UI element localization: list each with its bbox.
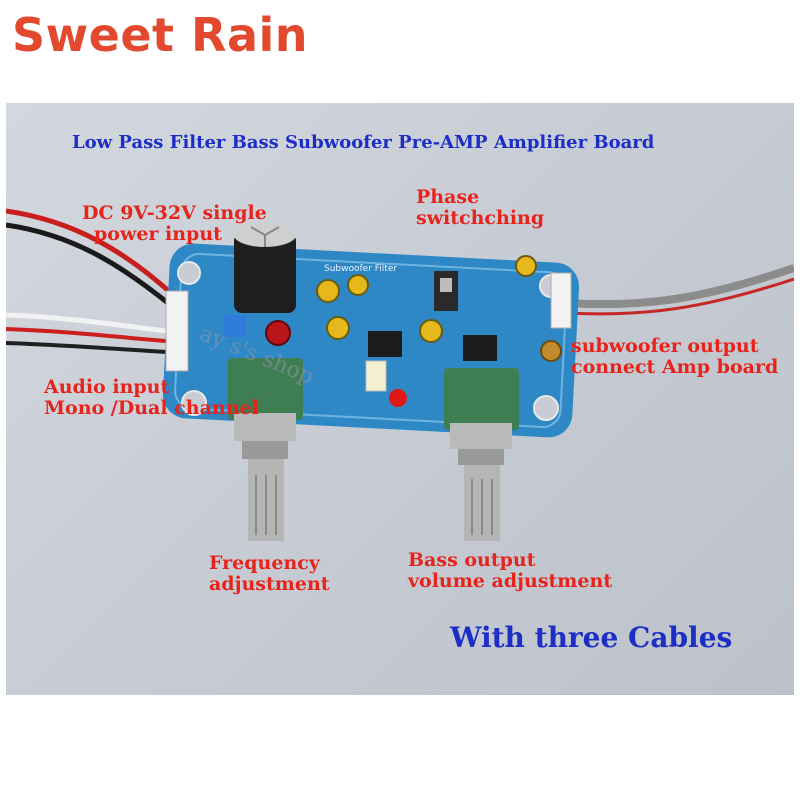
label-frequency: Frequency adjustment [209,553,330,594]
power-cable-black [6,222,170,305]
label-power-line1: DC 9V-32V single [82,202,267,224]
label-audio-line1: Audio input [44,376,170,398]
label-phase-line1: Phase [416,186,480,208]
label-bass-line2: volume adjustment [408,569,613,592]
photo-title: Low Pass Filter Bass Subwoofer Pre-AMP A… [72,132,655,153]
label-frequency-line1: Frequency [209,552,320,574]
label-sub-line1: subwoofer output [571,335,759,357]
board-silk-text: Subwoofer Filter [324,264,397,274]
audio-cable-white [6,312,167,334]
frequency-potentiometer [228,358,303,541]
label-subwoofer-output: subwoofer output connect Amp board [571,336,778,377]
label-phase-switching: Phase switchching [416,187,544,228]
bass-potentiometer [444,368,519,541]
output-cable [565,264,794,309]
audio-cable-black [6,341,167,354]
label-phase-line2: switchching [416,206,545,229]
label-power-line2: power input [94,222,222,245]
label-frequency-line2: adjustment [209,572,330,595]
cables-caption: With three Cables [450,621,733,654]
product-photo: Subwoofer Filter [6,103,794,695]
label-bass-line1: Bass output [408,549,536,571]
label-audio-line2: Mono /Dual channel [44,396,259,419]
label-sub-line2: connect Amp board [571,355,779,378]
power-cable-red [6,208,173,295]
brand-title: Sweet Rain [12,8,309,62]
label-bass-output: Bass output volume adjustment [408,550,612,591]
output-cable-red [565,277,794,316]
label-power-input: DC 9V-32V single power input [82,203,267,244]
label-audio-input: Audio input Mono /Dual channel [44,377,259,418]
board-illustration: Subwoofer Filter [6,208,794,541]
audio-cable-red [6,327,167,343]
